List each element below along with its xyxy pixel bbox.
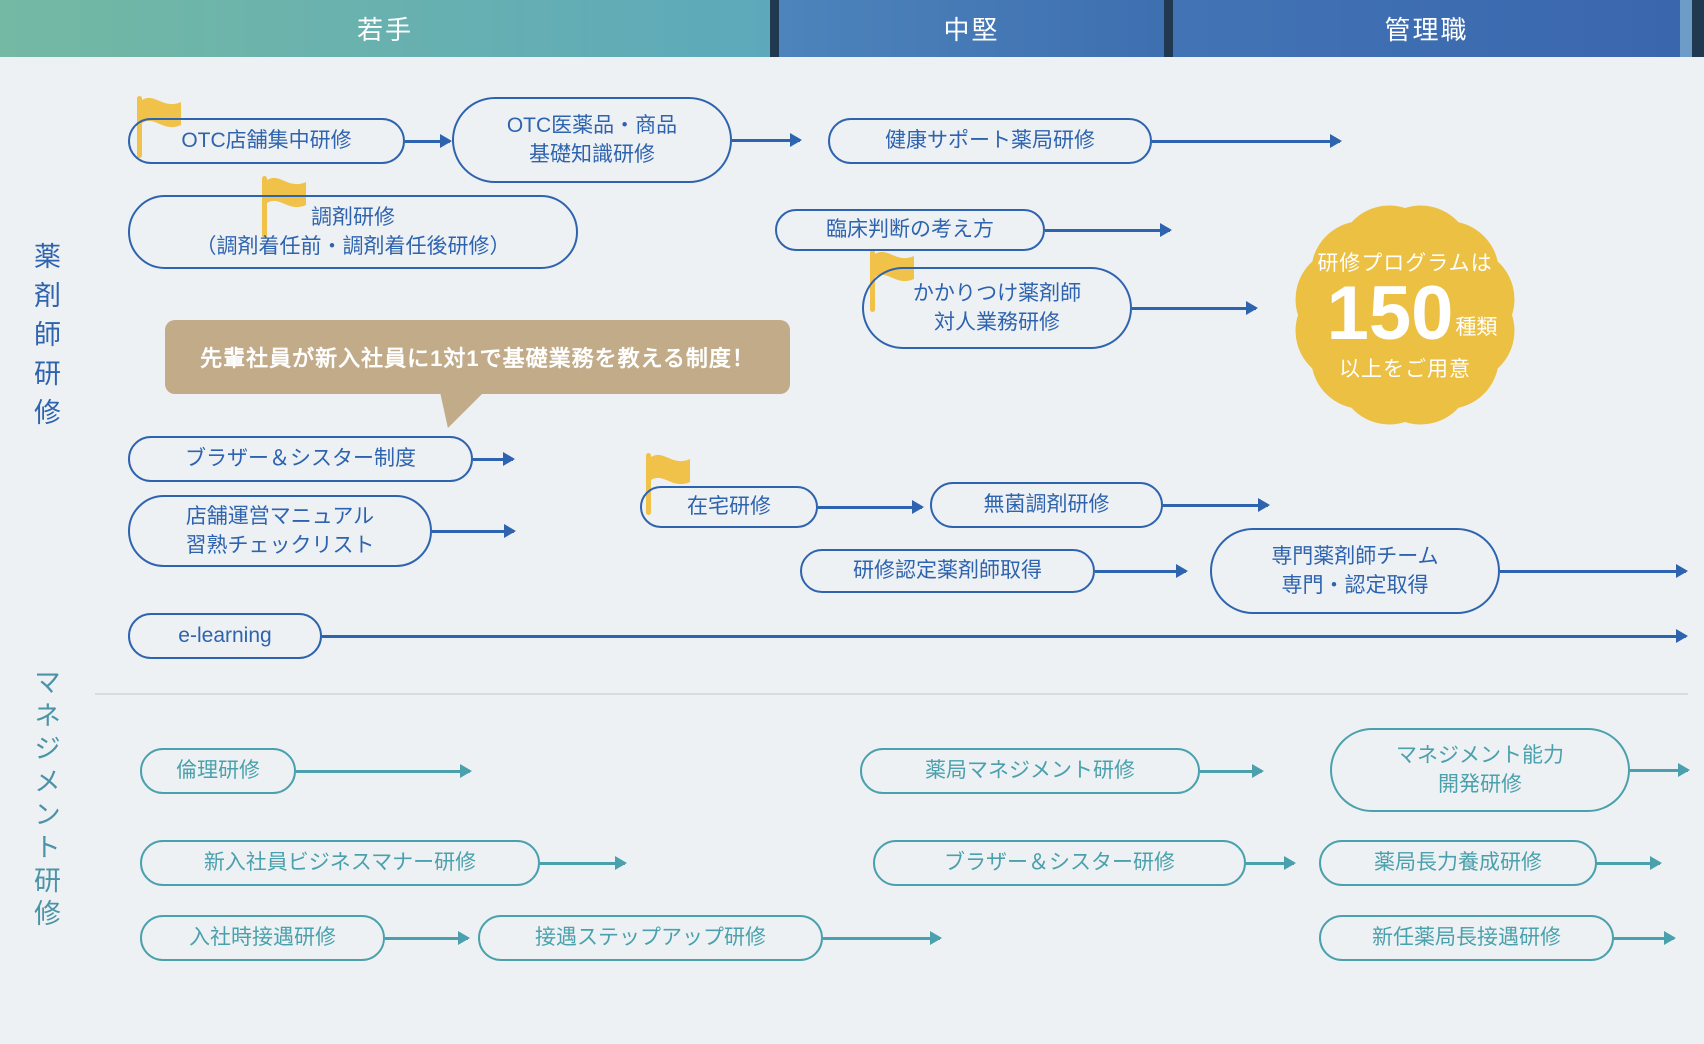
header-divider	[770, 0, 779, 57]
box-certified-pharmacist: 研修認定薬剤師取得	[800, 549, 1095, 593]
flow-arrow	[1246, 862, 1294, 865]
box-reception-stepup-training: 接遇ステップアップ研修	[478, 915, 823, 961]
badge-line1: 研修プログラムは	[1317, 252, 1493, 276]
box-specialist-team: 専門薬剤師チーム 専門・認定取得	[1210, 528, 1500, 614]
header-label-manager: 管理職	[1384, 15, 1469, 45]
box-health-support-pharmacy-training: 健康サポート薬局研修	[828, 118, 1152, 164]
box-management-skill-training: マネジメント能力 開発研修	[1330, 728, 1630, 812]
tooltip-text: 先輩社員が新入社員に1対1で基礎業務を教える制度！	[200, 346, 755, 371]
flow-arrow	[1630, 769, 1688, 772]
box-brother-sister-training: ブラザー＆シスター研修	[873, 840, 1246, 886]
flow-arrow	[1095, 570, 1186, 573]
career-stage-header: 若手 中堅 管理職	[0, 0, 1704, 57]
header-divider	[1692, 0, 1704, 57]
flow-arrow	[385, 937, 468, 940]
badge-line2: 以上をご用意	[1339, 357, 1471, 381]
header-segment-midcareer: 中堅	[779, 0, 1164, 57]
flow-arrow	[1132, 307, 1256, 310]
flow-arrow	[1614, 937, 1674, 940]
header-segment-young: 若手	[0, 0, 770, 57]
box-dispensing-training: 調剤研修 （調剤着任前・調剤着任後研修）	[128, 195, 578, 269]
flow-arrow	[322, 635, 1686, 638]
flow-arrow	[405, 140, 450, 143]
box-store-manual-checklist: 店舗運営マニュアル 習熟チェックリスト	[128, 495, 432, 567]
program-count-badge: 研修プログラムは 150 種類 以上をご用意	[1276, 186, 1534, 444]
header-segment-manager: 管理職	[1173, 0, 1680, 57]
flag-icon	[258, 176, 316, 238]
box-clinical-judgment: 臨床判断の考え方	[775, 209, 1045, 251]
badge-unit: 種類	[1455, 315, 1498, 339]
box-home-care-training: 在宅研修	[640, 486, 818, 528]
header-divider	[1164, 0, 1173, 57]
badge-number: 150	[1326, 271, 1454, 357]
box-pharmacy-manager-training: 薬局長力養成研修	[1319, 840, 1597, 886]
box-onboarding-reception-training: 入社時接遇研修	[140, 915, 385, 961]
box-family-pharmacist-training: かかりつけ薬剤師 対人業務研修	[862, 267, 1132, 349]
flow-arrow	[1597, 862, 1660, 865]
box-pharmacy-management-training: 薬局マネジメント研修	[860, 748, 1200, 794]
box-ethics-training: 倫理研修	[140, 748, 296, 794]
flow-arrow	[540, 862, 625, 865]
flow-arrow	[1500, 570, 1686, 573]
tooltip-tail	[440, 392, 484, 428]
section-label-management-training: マネジメント研修	[30, 668, 60, 932]
flow-arrow	[296, 770, 470, 773]
box-aseptic-dispensing-training: 無菌調剤研修	[930, 482, 1163, 528]
box-otc-product-basics-training: OTC医薬品・商品 基礎知識研修	[452, 97, 732, 183]
flow-arrow	[1163, 504, 1268, 507]
box-brother-sister-system: ブラザー＆シスター制度	[128, 436, 473, 482]
flow-arrow	[1152, 140, 1340, 143]
flow-arrow	[473, 458, 513, 461]
section-divider-line	[95, 693, 1688, 695]
header-edge-highlight	[1680, 0, 1692, 57]
flow-arrow	[732, 139, 800, 142]
flow-arrow	[818, 506, 922, 509]
box-new-manager-reception-training: 新任薬局長接遇研修	[1319, 915, 1614, 961]
box-business-manner-training: 新入社員ビジネスマナー研修	[140, 840, 540, 886]
flow-arrow	[1200, 770, 1262, 773]
section-label-pharmacist-training: 薬剤師研修	[30, 242, 60, 437]
header-label-midcareer: 中堅	[943, 15, 1000, 45]
flow-arrow	[823, 937, 940, 940]
flow-arrow	[1045, 229, 1170, 232]
box-elearning: e-learning	[128, 613, 322, 659]
box-otc-store-training: OTC店舗集中研修	[128, 118, 405, 164]
header-label-young: 若手	[356, 15, 413, 45]
flow-arrow	[432, 530, 514, 533]
scalloped-seal-shape	[1295, 205, 1515, 425]
tooltip-bubble: 先輩社員が新入社員に1対1で基礎業務を教える制度！	[165, 320, 790, 394]
